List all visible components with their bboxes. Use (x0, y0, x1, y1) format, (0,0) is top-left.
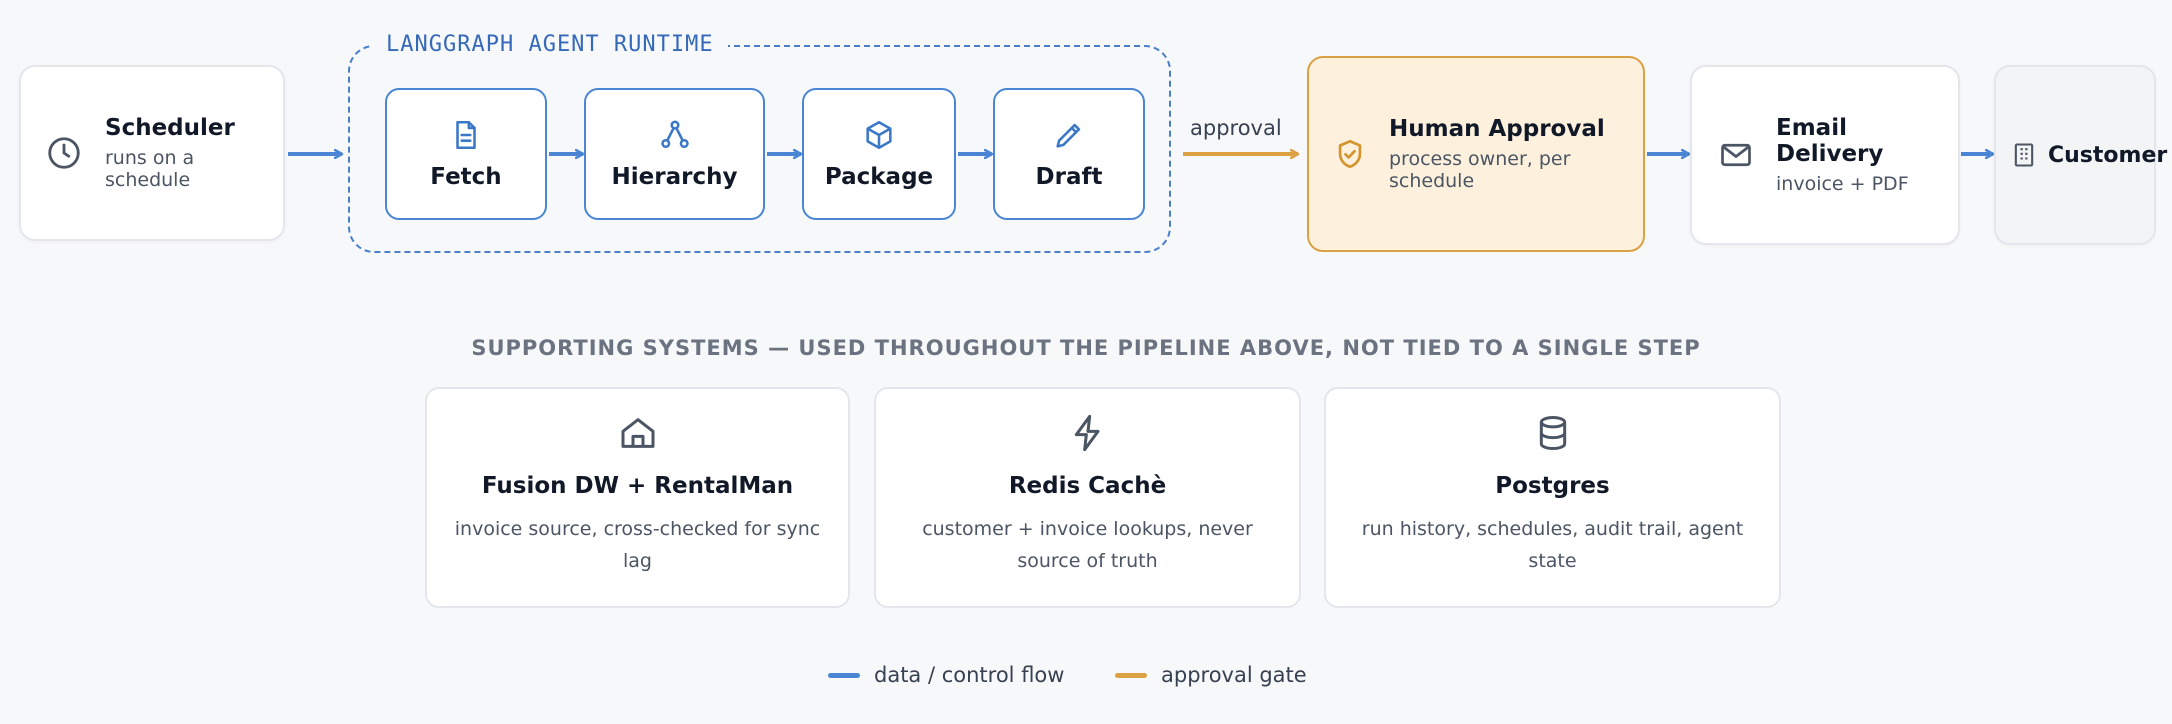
system-postgres-title: Postgres (1495, 473, 1610, 499)
customer-title: Customer (2048, 142, 2168, 168)
clock-icon (45, 134, 83, 172)
step-hierarchy-label: Hierarchy (611, 164, 738, 190)
step-draft[interactable]: Draft (993, 88, 1145, 220)
legend-data-flow: data / control flow (828, 663, 1064, 687)
system-fusion-dw[interactable]: Fusion DW + RentalMan invoice source, cr… (425, 387, 850, 608)
human-approval-title: Human Approval (1389, 116, 1605, 142)
mail-icon (1718, 137, 1754, 173)
system-postgres[interactable]: Postgres run history, schedules, audit t… (1324, 387, 1781, 608)
approval-edge-label: approval (1190, 116, 1282, 140)
legend-data-flow-swatch (828, 672, 860, 678)
system-redis-cache-desc: customer + invoice lookups, never source… (922, 518, 1253, 572)
hierarchy-icon (658, 118, 692, 152)
supporting-systems-heading: SUPPORTING SYSTEMS — USED THROUGHOUT THE… (471, 336, 1701, 360)
legend-approval-gate: approval gate (1115, 663, 1307, 687)
package-icon (862, 118, 896, 152)
database-icon (1533, 413, 1573, 453)
email-delivery-node[interactable]: Email Delivery invoice + PDF (1690, 65, 1960, 245)
shield-check-icon (1333, 137, 1367, 171)
system-redis-cache-title: Redis Cachè (1008, 473, 1167, 499)
step-draft-label: Draft (1035, 164, 1103, 190)
email-delivery-subtitle: invoice + PDF (1776, 173, 1909, 195)
runtime-group-label: LANGGRAPH AGENT RUNTIME (372, 32, 728, 57)
warehouse-icon (618, 413, 658, 453)
document-icon (449, 118, 483, 152)
customer-node[interactable]: Customer (1994, 65, 2167, 245)
legend-approval-gate-swatch (1115, 672, 1147, 678)
system-fusion-dw-title: Fusion DW + RentalMan (481, 473, 794, 499)
step-hierarchy[interactable]: Hierarchy (584, 88, 765, 220)
step-package-label: Package (824, 164, 934, 190)
step-fetch[interactable]: Fetch (385, 88, 547, 220)
building-icon (2010, 141, 2038, 169)
human-approval-node[interactable]: Human Approval process owner, per schedu… (1307, 56, 1645, 252)
human-approval-subtitle: process owner, per schedule (1389, 148, 1571, 192)
email-delivery-title: Email Delivery (1776, 115, 1884, 167)
lightning-icon (1068, 413, 1108, 453)
scheduler-title: Scheduler (105, 115, 235, 141)
step-fetch-label: Fetch (430, 164, 502, 190)
legend-approval-gate-label: approval gate (1161, 663, 1307, 687)
step-package[interactable]: Package (802, 88, 956, 220)
pencil-icon (1052, 118, 1086, 152)
system-redis-cache[interactable]: Redis Cachè customer + invoice lookups, … (874, 387, 1301, 608)
legend-data-flow-label: data / control flow (874, 663, 1065, 687)
system-fusion-dw-desc: invoice source, cross-checked for sync l… (454, 518, 821, 572)
system-postgres-desc: run history, schedules, audit trail, age… (1361, 518, 1744, 572)
runtime-group (348, 45, 1171, 253)
scheduler-node[interactable]: Scheduler runs on a schedule (19, 65, 285, 241)
scheduler-subtitle: runs on a schedule (105, 147, 195, 191)
